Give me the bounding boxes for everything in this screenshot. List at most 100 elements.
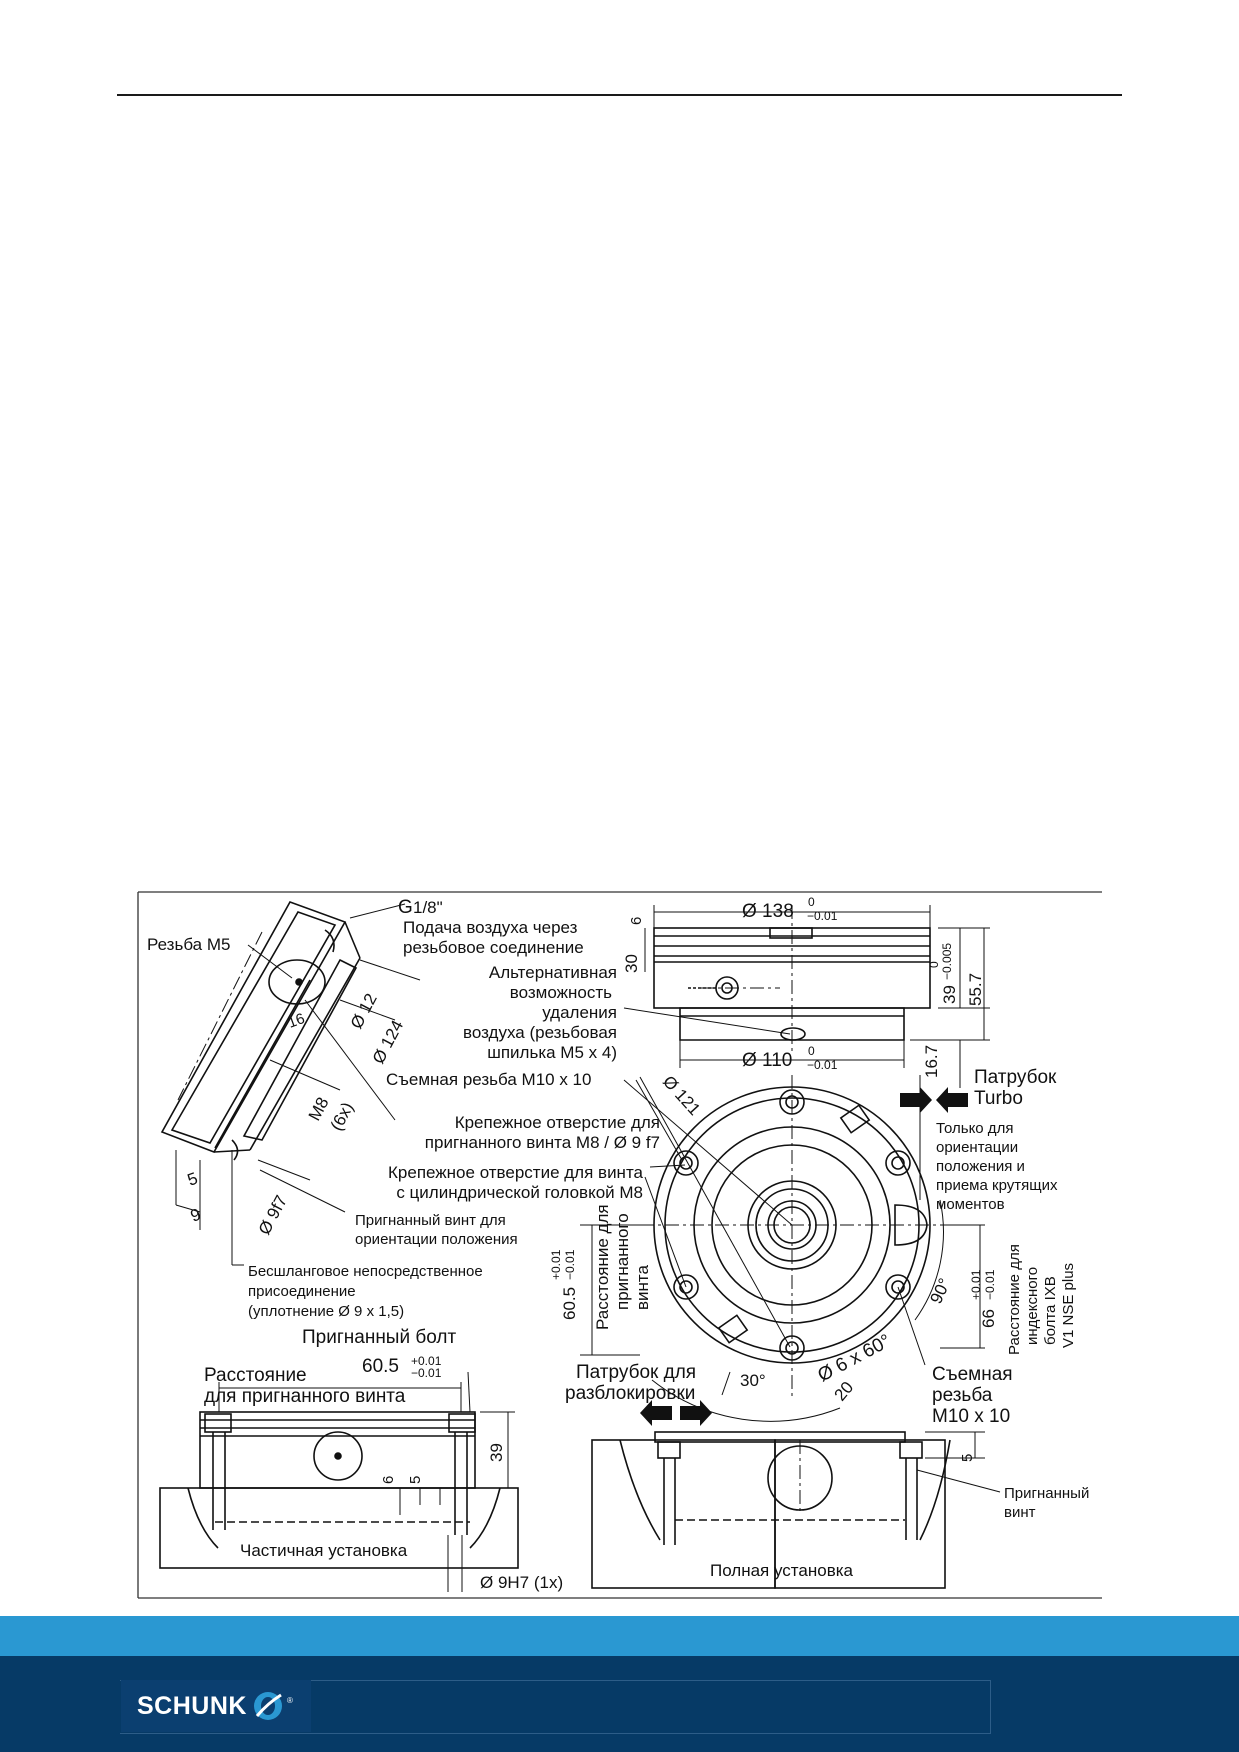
label-mount-hole-1: Крепежное отверстие для (455, 1113, 660, 1132)
footer-frame (120, 1680, 991, 1734)
label-turbo-1: Патрубок (974, 1067, 1057, 1088)
label-fitted-screw-r-2: винт (1004, 1504, 1036, 1521)
label-dist-idx-3: болта IXB (1042, 1276, 1059, 1345)
label-16: 16 (286, 1010, 307, 1032)
label-d138-tol-up: 0 (808, 895, 815, 909)
logo-text: SCHUNK (137, 1691, 247, 1720)
angled-view-dims (175, 903, 421, 1266)
label-30: 30 (622, 954, 641, 973)
label-39: 39 (940, 985, 959, 1004)
arrows (640, 1087, 968, 1426)
partial-install-view (159, 1411, 519, 1569)
label-dist-idx-2: индексного (1024, 1267, 1041, 1345)
label-39-tol-lo: −0.005 (940, 943, 954, 980)
label-d121: Ø 121 (659, 1072, 704, 1119)
label-d138: Ø 138 (742, 901, 794, 922)
label-dist-fit-1: Расстояние для (593, 1204, 612, 1330)
label-39-tol-up: 0 (927, 961, 941, 968)
label-55-7: 55.7 (966, 973, 985, 1006)
top-view (640, 1075, 945, 1400)
label-30deg: 30° (740, 1371, 766, 1390)
label-alt-4: воздуха (резьбовая (463, 1023, 617, 1042)
label-d9f7: Ø 9f7 (255, 1192, 291, 1238)
label-d124: Ø 124 (369, 1017, 408, 1067)
drawing-frame (137, 891, 1102, 1599)
label-dist-fit-3: винта (633, 1264, 652, 1310)
label-d138-tol-lo: −0.01 (807, 909, 838, 923)
label-alt-1: Альтернативная (489, 963, 617, 982)
label-mount-hole-2: пригнанного винта M8 / Ø 9 f7 (425, 1133, 660, 1152)
label-d110-tol-lo: −0.01 (807, 1058, 838, 1072)
label-orient-3: положения и (936, 1158, 1025, 1175)
label-mount-cyl-2: с цилиндрической головкой M8 (396, 1183, 643, 1202)
label-60-5-h: 60.5 (362, 1356, 399, 1377)
full-install-view (591, 1431, 951, 1589)
label-partial-install: Частичная установка (240, 1541, 408, 1560)
label-5: 5 (185, 1169, 200, 1190)
label-66-tol-up: +0.01 (969, 1269, 983, 1300)
label-fitted-screw-1: Пригнанный винт для (355, 1212, 506, 1229)
label-orient-5: моментов (936, 1196, 1005, 1213)
label-orient-2: ориентации (936, 1139, 1018, 1156)
label-dist-bolt-2: для пригнанного винта (204, 1386, 406, 1407)
label-66-tol-lo: −0.01 (983, 1269, 997, 1300)
label-6-small: 6 (380, 1476, 397, 1484)
label-6-top: 6 (628, 917, 645, 925)
label-full-install: Полная установка (710, 1561, 854, 1580)
label-removable-2-1: Съемная (932, 1364, 1013, 1385)
label-orient-4: приема крутящих (936, 1177, 1058, 1194)
partial-install-dims (218, 1371, 515, 1592)
label-d9h7: Ø 9H7 (1x) (480, 1573, 563, 1592)
label-dist-bolt-1: Расстояние (204, 1365, 307, 1386)
label-air-supply-1: Подача воздуха через (403, 918, 578, 937)
label-alt-5: шпилька M5 x 4) (487, 1043, 617, 1062)
label-9: 9 (188, 1205, 203, 1226)
label-fitted-screw-r-1: Пригнанный (1004, 1485, 1089, 1502)
label-66: 66 (979, 1309, 998, 1328)
label-16-7: 16.7 (922, 1045, 941, 1078)
label-60-5-tol-up: +0.01 (549, 1249, 563, 1280)
label-thread-m5: Резьба M5 (147, 935, 230, 954)
footer-accent-band (0, 1616, 1239, 1656)
label-60-5-v: 60.5 (560, 1287, 579, 1320)
side-view-dims (623, 905, 990, 1088)
label-hoseless-2: присоединение (248, 1283, 356, 1300)
label-fitted-screw-2: ориентации положения (355, 1231, 518, 1248)
labels: G 1/8" Подача воздуха через резьбовое со… (147, 895, 1089, 1592)
label-dist-fit-2: пригнанного (613, 1213, 632, 1310)
angled-view (160, 901, 361, 1161)
label-mount-cyl-1: Крепежное отверстие для винта (388, 1163, 644, 1182)
label-air-supply-2: резьбовое соединение (403, 938, 584, 957)
label-alt-2: возможность (510, 983, 612, 1002)
label-60-5-h-tol-up: +0.01 (411, 1354, 442, 1368)
label-d12: Ø 12 (347, 990, 381, 1031)
label-g18-frac: 1/8" (413, 898, 443, 917)
label-dist-idx-4: V1 NSE plus (1060, 1263, 1077, 1348)
label-5-right: 5 (959, 1454, 976, 1462)
label-unlock-1: Патрубок для (576, 1362, 696, 1383)
label-90: 90° (926, 1275, 954, 1306)
label-orient-1: Только для (936, 1120, 1013, 1137)
side-view (653, 905, 931, 1055)
label-removable-2-3: M10 x 10 (932, 1406, 1010, 1427)
full-install-dims (916, 1431, 1001, 1493)
label-hoseless-3: (уплотнение Ø 9 x 1,5) (248, 1303, 404, 1320)
label-removable-2-2: резьба (932, 1385, 993, 1406)
logo-swirl-icon (253, 1692, 282, 1720)
label-turbo-2: Turbo (974, 1088, 1023, 1109)
label-5-small: 5 (407, 1476, 424, 1484)
label-m8: M8 (305, 1094, 333, 1124)
label-fitted-bolt: Пригнанный болт (302, 1327, 456, 1348)
label-unlock-2: разблокировки (565, 1383, 695, 1404)
label-g18: G (398, 897, 413, 918)
label-hoseless-1: Бесшланговое непосредственное (248, 1263, 483, 1280)
label-dist-idx-1: Расстояние для (1006, 1244, 1023, 1355)
label-60-5-h-tol-lo: −0.01 (411, 1366, 442, 1380)
label-alt-3: удаления (542, 1003, 617, 1022)
schunk-logo: SCHUNK ® (121, 1680, 311, 1732)
top-view-dims (580, 1075, 985, 1422)
header-rule (117, 94, 1122, 96)
label-20: 20 (831, 1378, 858, 1405)
label-d110-tol-up: 0 (808, 1044, 815, 1058)
